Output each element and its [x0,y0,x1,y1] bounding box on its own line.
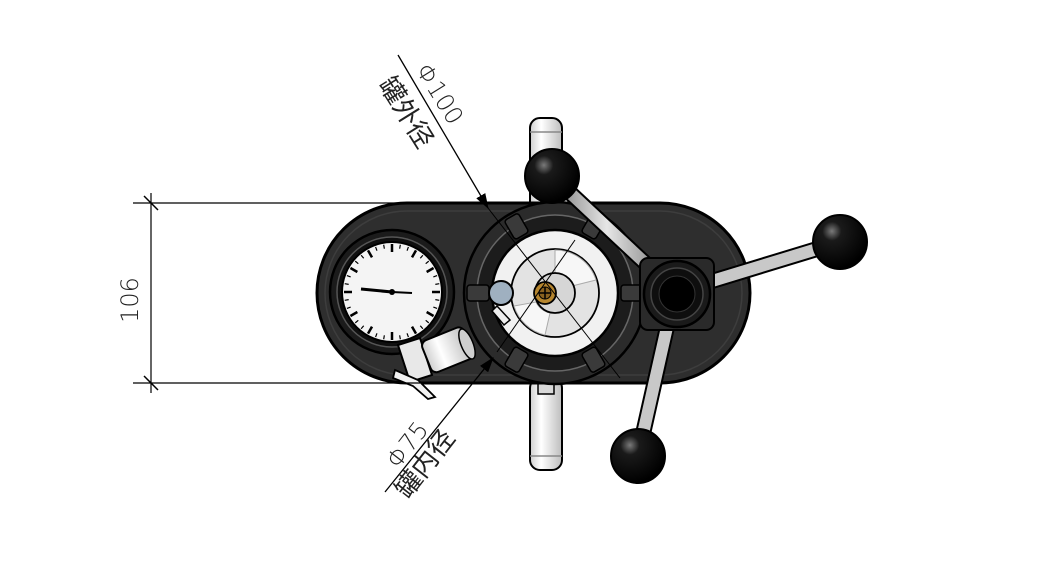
gauge-tick [419,325,424,330]
gauge-tick [360,325,365,330]
gauge-tick [406,333,409,338]
relief-valve [391,326,476,400]
lever-hub [639,257,715,331]
gauge-tick [426,310,435,318]
gauge-tick [435,299,440,301]
gauge-tick [433,306,438,309]
height-dimension: 106 [116,193,420,393]
gauge-tick [346,306,351,309]
gauge-tick [344,283,349,285]
gauge-ticks [344,244,440,340]
gauge-tick [406,246,409,251]
lower-handle [529,377,563,471]
lid-lug [504,346,529,373]
gauge-tick [426,266,435,274]
gauge-tick [349,310,358,318]
gauge-tick [354,319,359,324]
gauge-tick [425,260,430,265]
gauge-tick [344,299,349,301]
gauge-tick [433,275,438,278]
gauge-tick [410,249,418,258]
gauge-needle [360,287,393,294]
gauge-tick [346,275,351,278]
gauge-tick [349,266,358,274]
gauge-tick [419,254,424,259]
gauge-tick [360,254,365,259]
gas-valve-icon [488,280,514,327]
gauge-tick [375,333,378,338]
center-screw-icon [533,281,557,305]
gauge-tick [410,326,418,335]
gauge-tick [375,246,378,251]
height-dimension-value: 106 [116,277,144,323]
gauge-tick [366,326,374,335]
gauge-tick [399,244,401,249]
ball-knob-icon [524,148,868,484]
gauge-tick [366,249,374,258]
gauge-tick [435,283,440,285]
tank-lid [462,200,648,386]
gauge-tick [383,244,385,249]
lid-lug [466,284,490,302]
gauge-tick [354,260,359,265]
gauge-tick [383,335,385,340]
lid-lug [504,213,529,240]
pressure-gauge-icon [328,228,456,356]
lid-lug [581,346,606,373]
gauge-tick [399,335,401,340]
gauge-tick [425,319,430,324]
